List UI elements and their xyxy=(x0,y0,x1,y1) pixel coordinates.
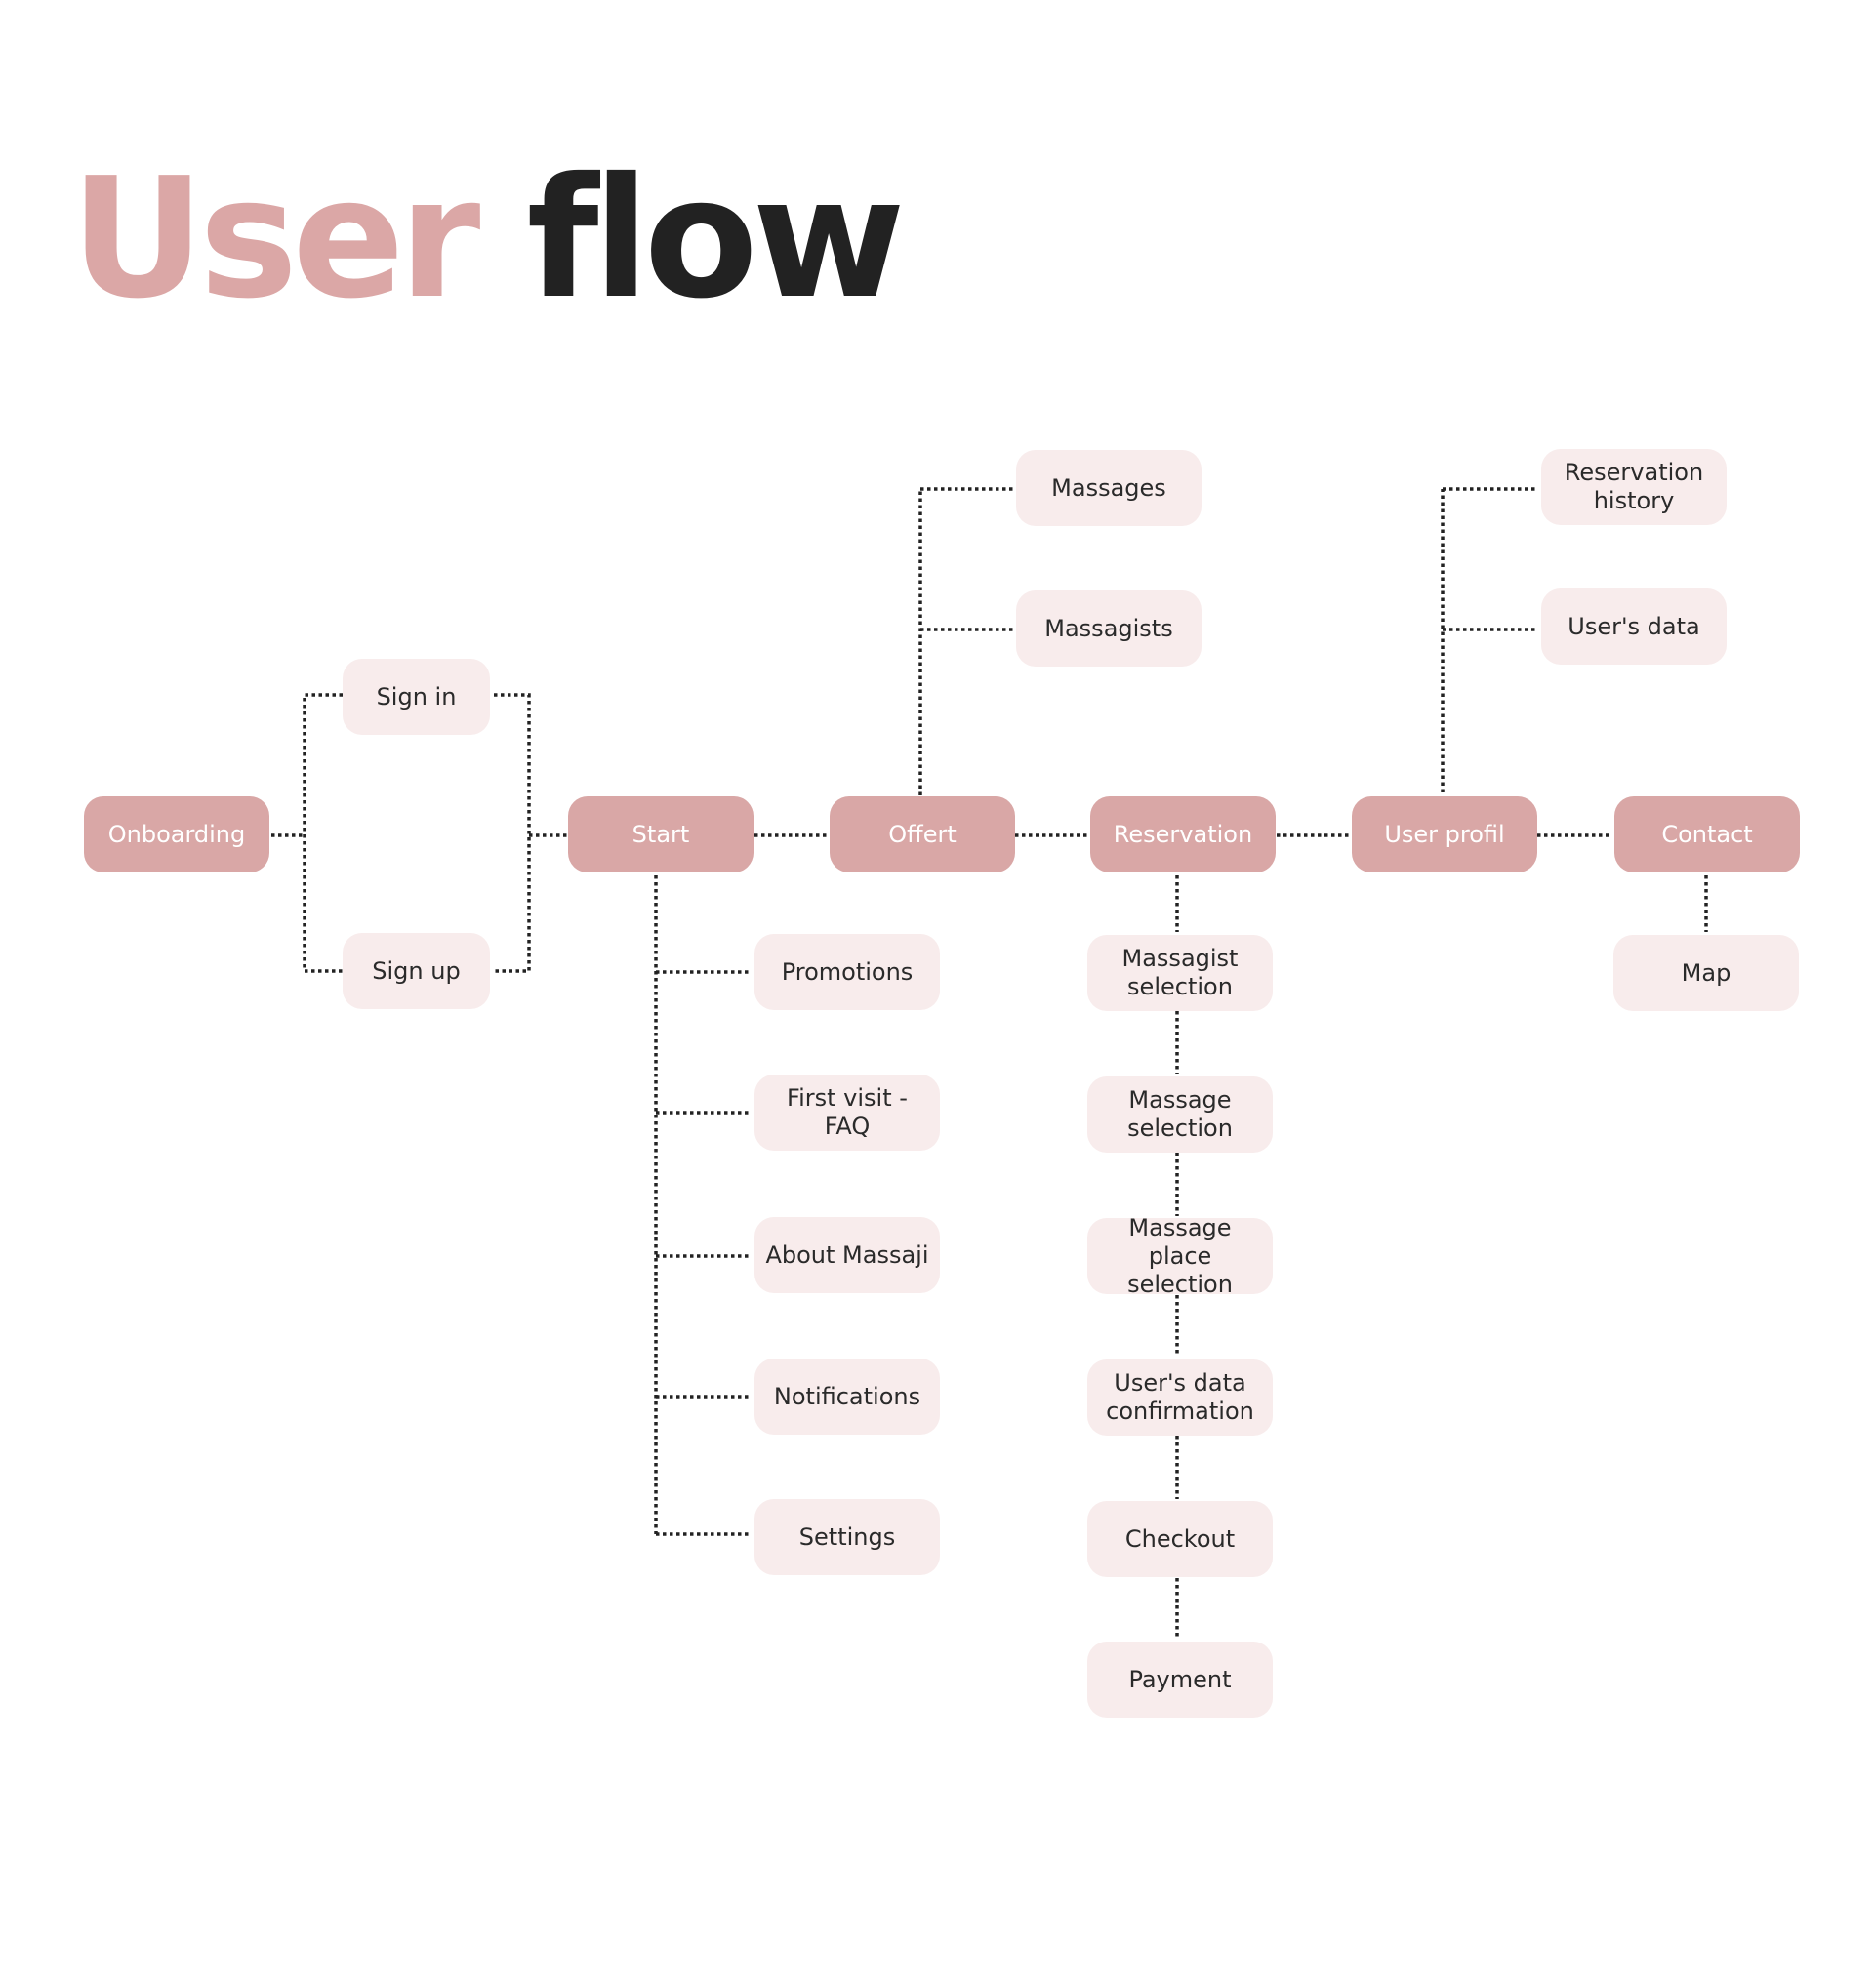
node-start[interactable]: Start xyxy=(568,796,754,872)
node-massages[interactable]: Massages xyxy=(1016,450,1202,526)
node-user-profil[interactable]: User profil xyxy=(1352,796,1537,872)
node-reservation[interactable]: Reservation xyxy=(1090,796,1276,872)
title-accent-word: User xyxy=(70,142,480,336)
node-users-data-confirmation[interactable]: User's data confirmation xyxy=(1087,1359,1273,1436)
node-notifications[interactable]: Notifications xyxy=(754,1359,940,1435)
node-users-data[interactable]: User's data xyxy=(1541,588,1727,665)
connector-signin-signup-right xyxy=(494,693,531,973)
node-first-visit-faq[interactable]: First visit - FAQ xyxy=(754,1075,940,1151)
connector-signin-signup-left xyxy=(303,693,343,973)
title-rest-word: flow xyxy=(526,142,906,336)
node-massage-place-selection[interactable]: Massage place selection xyxy=(1087,1214,1273,1298)
node-map[interactable]: Map xyxy=(1613,935,1799,1011)
node-massagists[interactable]: Massagists xyxy=(1016,590,1202,667)
node-promotions[interactable]: Promotions xyxy=(754,934,940,1010)
page-title: User flow xyxy=(70,156,906,322)
node-payment[interactable]: Payment xyxy=(1087,1642,1273,1718)
node-reservation-history[interactable]: Reservation history xyxy=(1541,449,1727,525)
node-offert[interactable]: Offert xyxy=(830,796,1015,872)
node-settings[interactable]: Settings xyxy=(754,1499,940,1575)
node-sign-in[interactable]: Sign in xyxy=(343,659,490,735)
node-massage-selection[interactable]: Massage selection xyxy=(1087,1076,1273,1153)
node-checkout[interactable]: Checkout xyxy=(1087,1501,1273,1577)
node-contact[interactable]: Contact xyxy=(1614,796,1800,872)
node-sign-up[interactable]: Sign up xyxy=(343,933,490,1009)
node-massagist-selection[interactable]: Massagist selection xyxy=(1087,935,1273,1011)
node-about-massaji[interactable]: About Massaji xyxy=(754,1217,940,1293)
node-onboarding[interactable]: Onboarding xyxy=(84,796,269,872)
